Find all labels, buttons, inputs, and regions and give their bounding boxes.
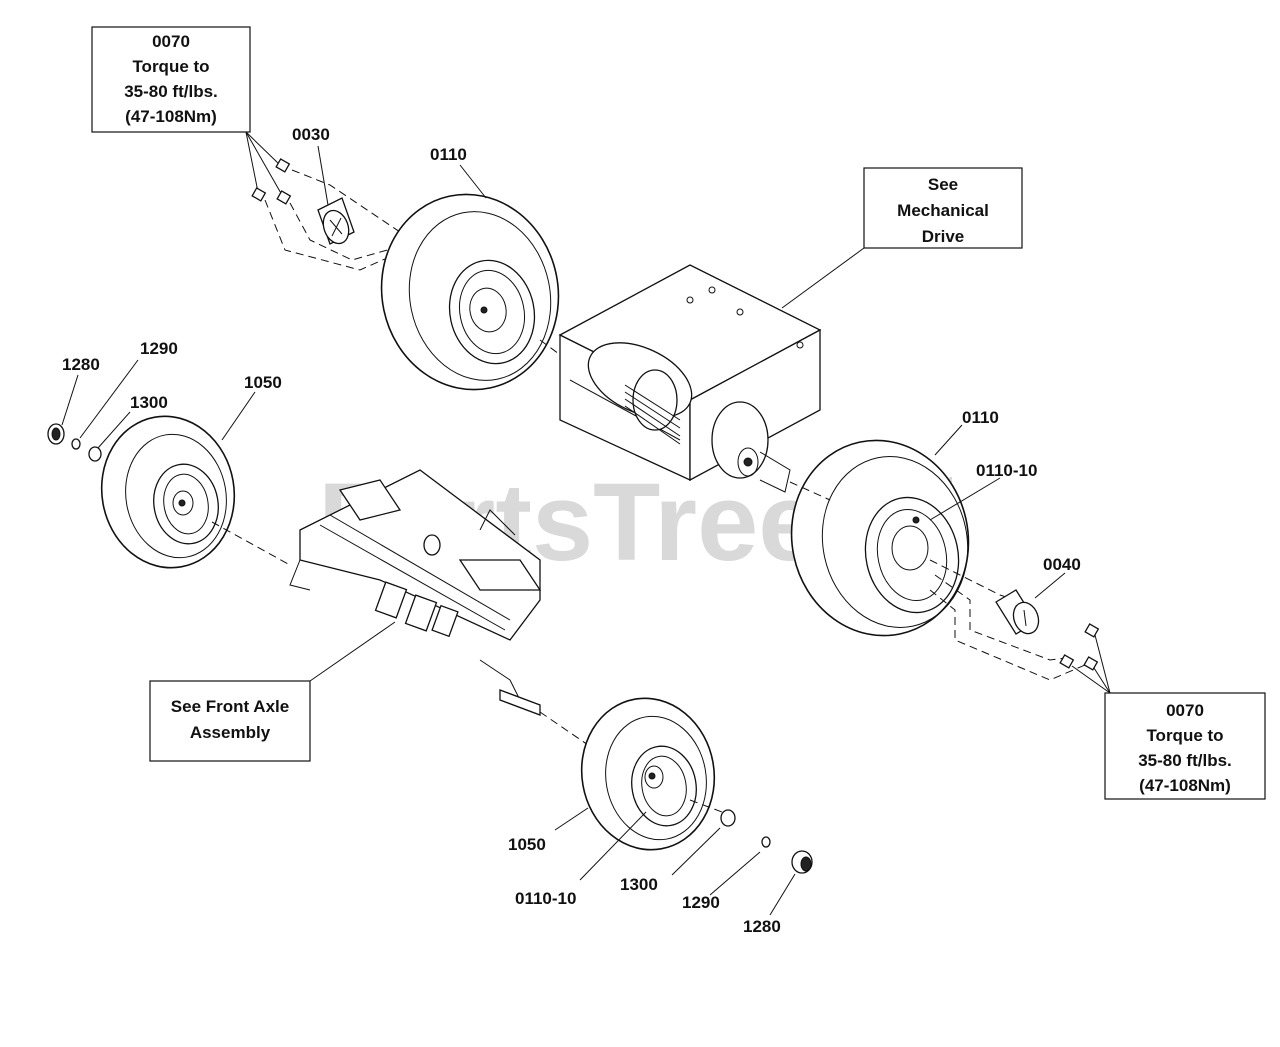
rear-wheel-right [790, 424, 1001, 637]
label-0030: 0030 [292, 125, 330, 144]
label-0110-right: 0110 [962, 408, 999, 427]
front-axle-callout: See Front Axle Assembly [149, 621, 396, 762]
label-1290-bottom: 1290 [682, 893, 720, 912]
front-wheel-bottom [554, 697, 716, 881]
label-1300-left: 1300 [130, 393, 168, 412]
front-axle-assembly [289, 469, 542, 716]
mechanical-drive-housing [558, 264, 822, 493]
torque-bottom-line-2: Torque to [1146, 726, 1223, 745]
torque-bottom-line-1: 0070 [1166, 701, 1204, 720]
label-0040: 0040 [1043, 555, 1081, 574]
label-1280-left: 1280 [62, 355, 100, 374]
front-wheel-left [100, 391, 256, 569]
label-1300-bottom: 1300 [620, 875, 658, 894]
torque-top-line-3: 35-80 ft/lbs. [124, 82, 218, 101]
hub-cap-0030 [317, 145, 355, 245]
mech-drive-line-1: See [928, 175, 958, 194]
torque-bottom-line-3: 35-80 ft/lbs. [1138, 751, 1232, 770]
front-axle-line-2: Assembly [190, 723, 271, 742]
left-hub-parts [47, 359, 139, 462]
label-1050-bottom: 1050 [508, 835, 546, 854]
mechanical-drive-callout: See Mechanical Drive [781, 167, 1023, 309]
rear-wheel-top [380, 164, 560, 391]
torque-top-line-2: Torque to [132, 57, 209, 76]
torque-top-line-4: (47-108Nm) [125, 107, 217, 126]
label-0110-10-right: 0110-10 [976, 461, 1037, 480]
torque-callout-top: 0070 Torque to 35-80 ft/lbs. (47-108Nm) [91, 26, 283, 196]
torque-top-line-1: 0070 [152, 32, 190, 51]
front-axle-line-1: See Front Axle [171, 697, 289, 716]
label-1290-left: 1290 [140, 339, 178, 358]
torque-callout-bottom: 0070 Torque to 35-80 ft/lbs. (47-108Nm) [1104, 692, 1266, 800]
label-0110-10-bottom: 0110-10 [515, 889, 576, 908]
lug-bolts-right [1059, 623, 1111, 694]
lug-bolts-top [251, 158, 292, 205]
mech-drive-line-2: Mechanical [897, 201, 989, 220]
label-1050-left: 1050 [244, 373, 282, 392]
bottom-hub-parts [671, 809, 813, 916]
label-0110-top: 0110 [430, 145, 467, 164]
hub-cap-0040 [995, 572, 1066, 635]
label-1280-bottom: 1280 [743, 917, 781, 936]
mech-drive-line-3: Drive [922, 227, 965, 246]
torque-bottom-line-4: (47-108Nm) [1139, 776, 1231, 795]
